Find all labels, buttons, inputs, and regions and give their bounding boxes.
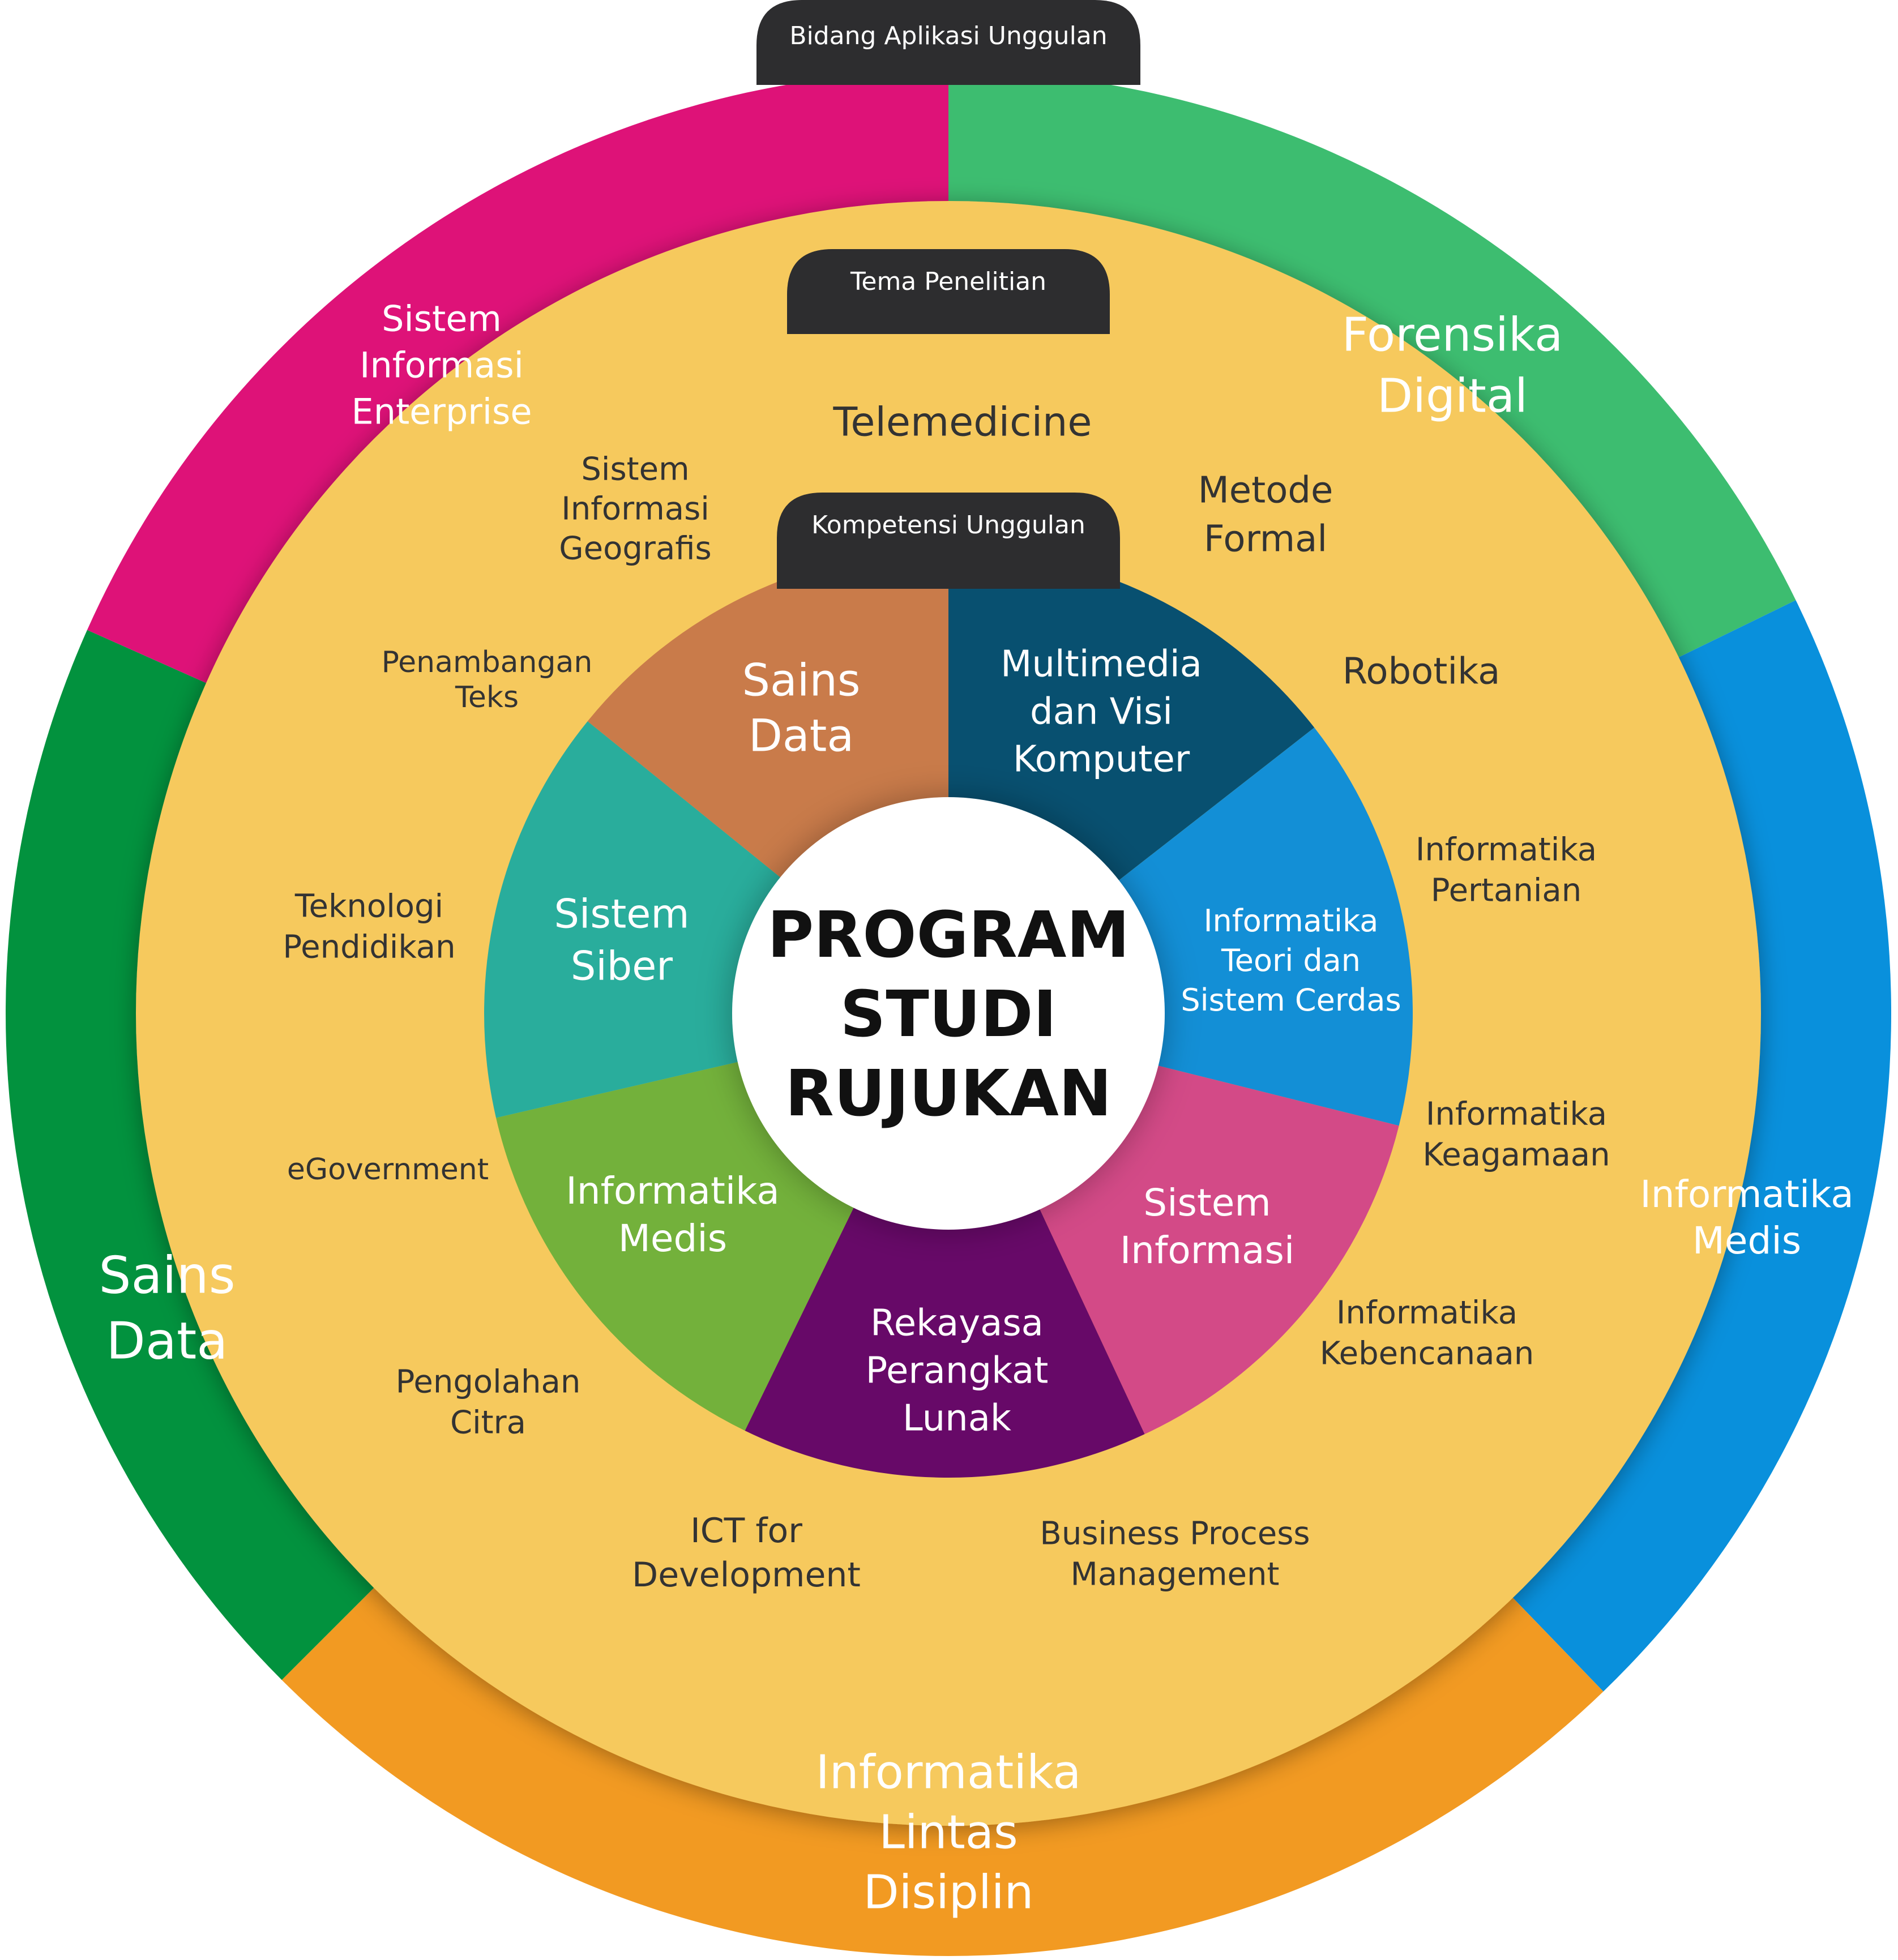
theme-label-4-line-2: Pertanian: [1431, 872, 1581, 909]
theme-label-12-line-1: Penambangan: [382, 645, 593, 679]
theme-label-11-line-2: Pendidikan: [283, 929, 455, 966]
theme-label-13-line-3: Geografis: [559, 530, 711, 567]
tab-outer-label: Bidang Aplikasi Unggulan: [789, 22, 1107, 50]
inner-label-sains-data-line-1: Sains: [742, 655, 860, 706]
inner-segment-rekayasa-perangkat-lunak[interactable]: [745, 1013, 1145, 1478]
theme-label-7-line-2: Management: [1071, 1556, 1280, 1593]
outer-label-informatika-lintas-disiplin-line-3: Disiplin: [863, 1866, 1033, 1920]
inner-label-sistem-siber-line-1: Sistem: [554, 891, 689, 938]
outer-label-sistem-informasi-enterprise-line-2: Informasi: [360, 345, 524, 386]
outer-label-informatika-medis-line-2: Medis: [1692, 1219, 1801, 1263]
theme-label-2-line-1: Metode: [1198, 469, 1333, 511]
inner-label-informatika-teori-dan-sistem-cerdas-line-2: Teori dan: [1221, 943, 1361, 978]
theme-label-7-line-1: Business Process: [1040, 1516, 1310, 1552]
tab-bidang-aplikasi-unggulan: Bidang Aplikasi Unggulan: [756, 0, 1140, 85]
center-line-1: PROGRAM: [767, 898, 1130, 972]
labels-layer: ForensikaDigitalInformatikaMedisInformat…: [99, 298, 1853, 1920]
inner-label-informatika-medis-line-1: Informatika: [566, 1169, 779, 1213]
theme-label-5-line-2: Keagamaan: [1422, 1137, 1610, 1174]
outer-label-sains-data-line-1: Sains: [99, 1246, 235, 1306]
theme-label-6-line-1: Informatika: [1336, 1295, 1517, 1332]
theme-label-5-line-1: Informatika: [1426, 1096, 1607, 1133]
tab-middle-label: Tema Penelitian: [850, 267, 1046, 296]
inner-label-informatika-teori-dan-sistem-cerdas-line-1: Informatika: [1204, 903, 1379, 939]
inner-label-sistem-informasi-line-1: Sistem: [1143, 1181, 1271, 1225]
theme-label-12-line-2: Teks: [455, 681, 519, 714]
theme-label-13-line-1: Sistem: [581, 451, 689, 488]
theme-label-4-line-1: Informatika: [1416, 832, 1597, 868]
outer-label-forensika-digital-line-2: Digital: [1377, 370, 1528, 423]
theme-label-3-line-1: Robotika: [1343, 651, 1501, 692]
inner-label-multimedia-dan-visi-komputer-line-3: Komputer: [1013, 738, 1190, 780]
inner-label-informatika-teori-dan-sistem-cerdas-line-3: Sistem Cerdas: [1181, 982, 1401, 1018]
theme-label-2-line-2: Formal: [1204, 518, 1327, 560]
outer-label-sistem-informasi-enterprise-line-3: Enterprise: [352, 391, 532, 433]
center-line-3: RUJUKAN: [785, 1057, 1112, 1131]
outer-label-sistem-informasi-enterprise-line-1: Sistem: [382, 298, 502, 340]
inner-label-sistem-siber-line-2: Siber: [571, 943, 673, 990]
tab-kompetensi-unggulan: Kompetensi Unggulan: [777, 493, 1120, 589]
theme-label-13-line-2: Informasi: [561, 491, 709, 528]
inner-label-sistem-informasi-line-2: Informasi: [1120, 1229, 1294, 1272]
outer-label-informatika-lintas-disiplin-line-2: Lintas: [879, 1806, 1018, 1860]
theme-label-9-line-2: Citra: [450, 1405, 526, 1441]
outer-label-informatika-medis-line-1: Informatika: [1640, 1172, 1853, 1216]
theme-label-1-line-1: Telemedicine: [833, 399, 1092, 446]
theme-label-8-line-1: ICT for: [690, 1511, 802, 1551]
inner-label-rekayasa-perangkat-lunak-line-3: Lunak: [903, 1397, 1011, 1439]
inner-label-rekayasa-perangkat-lunak-line-1: Rekayasa: [870, 1302, 1044, 1344]
tab-inner-label: Kompetensi Unggulan: [811, 511, 1085, 540]
center-line-2: STUDI: [840, 978, 1057, 1051]
theme-label-6-line-2: Kebencanaan: [1320, 1336, 1534, 1372]
outer-label-sains-data-line-2: Data: [106, 1312, 228, 1371]
inner-label-rekayasa-perangkat-lunak-line-2: Perangkat: [866, 1350, 1049, 1392]
tab-tema-penelitian: Tema Penelitian: [787, 249, 1110, 334]
outer-label-informatika-lintas-disiplin-line-1: Informatika: [816, 1746, 1081, 1800]
inner-label-informatika-medis-line-2: Medis: [618, 1217, 727, 1260]
theme-label-10-line-1: eGovernment: [287, 1153, 489, 1187]
theme-label-8-line-2: Development: [632, 1555, 861, 1595]
outer-label-forensika-digital-line-1: Forensika: [1342, 309, 1563, 362]
inner-label-sains-data-line-2: Data: [749, 711, 854, 761]
inner-label-multimedia-dan-visi-komputer-line-1: Multimedia: [1001, 643, 1202, 685]
theme-label-9-line-1: Pengolahan: [396, 1364, 581, 1401]
inner-label-multimedia-dan-visi-komputer-line-2: dan Visi: [1030, 691, 1173, 733]
theme-label-11-line-1: Teknologi: [294, 888, 443, 925]
center-hub: PROGRAM STUDI RUJUKAN: [732, 797, 1165, 1230]
